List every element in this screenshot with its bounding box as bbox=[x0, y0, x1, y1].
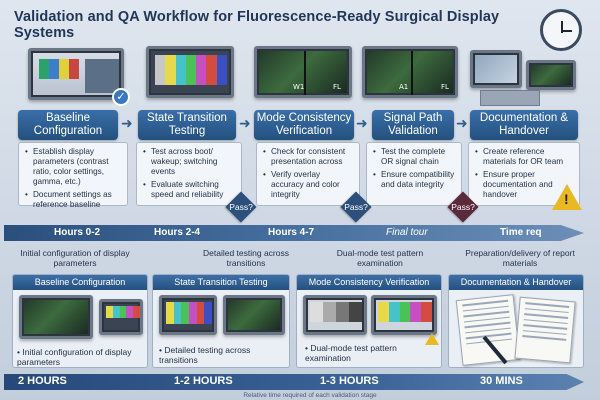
card-signal-path: Test the complete OR signal chain Ensure… bbox=[366, 142, 462, 206]
duration-label: 30 MINS bbox=[480, 375, 523, 387]
decision-label-2: Pass? bbox=[344, 202, 368, 212]
timeline-label: Final tour bbox=[386, 227, 428, 238]
screen-label-w1: W1 bbox=[293, 83, 305, 91]
signal-path-monitor: A1 FL bbox=[362, 46, 458, 98]
panel-title: Documentation & Handover bbox=[449, 275, 583, 290]
bullet: Verify overlay accuracy and color integr… bbox=[263, 170, 353, 200]
duration-label: 2 HOURS bbox=[18, 375, 67, 387]
bullet: Create reference materials for OR team bbox=[475, 147, 573, 167]
report-document bbox=[514, 296, 576, 364]
bullet: Ensure proper documentation and handover bbox=[475, 170, 573, 200]
arrow-icon: ➜ bbox=[456, 116, 468, 132]
timeline-label: Hours 0-2 bbox=[54, 227, 101, 238]
footnote: Relative time required of each validatio… bbox=[243, 392, 377, 399]
panel-title: State Transition Testing bbox=[153, 275, 289, 290]
decision-label-1: Pass? bbox=[229, 202, 253, 212]
baseline-monitor bbox=[28, 48, 124, 100]
screen-label-a1: A1 bbox=[399, 83, 409, 91]
arrow-icon: ➜ bbox=[239, 116, 251, 132]
timeline-label: Time req bbox=[500, 227, 542, 238]
arrow-icon: ➜ bbox=[121, 116, 133, 132]
step-baseline-configuration: Baseline Configuration bbox=[18, 110, 118, 140]
timeline-label: Hours 2-4 bbox=[154, 227, 201, 238]
card-documentation: Create reference materials for OR team E… bbox=[468, 142, 580, 206]
handover-monitor-right bbox=[526, 60, 576, 90]
step-mode-consistency-verification: Mode Consistency Verification bbox=[254, 110, 354, 140]
panel-title: Mode Consistency Verification bbox=[297, 275, 441, 290]
step-state-transition-testing: State Transition Testing bbox=[138, 110, 236, 140]
bullet: Check for consistent presentation across bbox=[263, 147, 353, 167]
mode-consistency-monitor: W1 FL bbox=[254, 46, 352, 98]
panel-title: Baseline Configuration bbox=[13, 275, 147, 290]
panel-note: • Detailed testing across transitions bbox=[159, 345, 251, 365]
checklist-document bbox=[455, 294, 521, 366]
warning-mark: ! bbox=[564, 191, 569, 207]
state-transition-monitor bbox=[146, 46, 234, 98]
bullet: Establish display parameters (contrast r… bbox=[25, 147, 121, 187]
handover-monitor-left bbox=[470, 50, 522, 88]
decision-label-3: Pass? bbox=[451, 202, 475, 212]
panel-baseline: Baseline Configuration • Initial configu… bbox=[12, 274, 148, 368]
bullet: Test the complete OR signal chain bbox=[373, 147, 455, 167]
panel-documentation: Documentation & Handover bbox=[448, 274, 584, 368]
caption-3: Dual-mode test pattern examination bbox=[336, 248, 424, 268]
panel-monitor bbox=[159, 295, 217, 335]
timeline-bar bbox=[4, 225, 584, 241]
panel-note: • Initial configuration of display param… bbox=[17, 347, 132, 367]
caption-1: Initial configuration of display paramet… bbox=[20, 248, 130, 268]
clock-icon bbox=[540, 9, 582, 51]
caption-2: Detailed testing across transitions bbox=[203, 248, 289, 268]
panel-monitor bbox=[371, 295, 437, 335]
panel-monitor bbox=[303, 295, 367, 335]
step-signal-path-validation: Signal Path Validation bbox=[372, 110, 454, 140]
equipment-rack bbox=[480, 90, 540, 106]
duration-label: 1-2 HOURS bbox=[174, 375, 233, 387]
bullet: Ensure compatibility and data integrity bbox=[373, 170, 455, 190]
duration-label: 1-3 HOURS bbox=[320, 375, 379, 387]
warning-icon bbox=[425, 333, 439, 345]
bullet: Test across boot/ wakeup; switching even… bbox=[143, 147, 235, 177]
timeline-label: Hours 4-7 bbox=[268, 227, 315, 238]
panel-monitor bbox=[19, 295, 93, 339]
caption-4: Preparation/delivery of report materials bbox=[465, 248, 575, 268]
card-baseline: Establish display parameters (contrast r… bbox=[18, 142, 128, 209]
panel-mode-consistency: Mode Consistency Verification • Dual-mod… bbox=[296, 274, 442, 368]
screen-label-fl2: FL bbox=[441, 83, 449, 91]
bullet: Evaluate switching speed and reliability bbox=[143, 180, 235, 200]
screen-label-fl: FL bbox=[333, 83, 341, 91]
step-documentation-handover: Documentation & Handover bbox=[470, 110, 578, 140]
panel-monitor bbox=[99, 299, 143, 335]
panel-note: • Dual-mode test pattern examination bbox=[305, 343, 397, 363]
bullet: Document settings as reference baseline bbox=[25, 190, 121, 210]
panel-monitor bbox=[223, 295, 285, 335]
card-mode-consistency: Check for consistent presentation across… bbox=[256, 142, 360, 206]
card-state-transition: Test across boot/ wakeup; switching even… bbox=[136, 142, 242, 206]
panel-state-transition: State Transition Testing • Detailed test… bbox=[152, 274, 290, 368]
arrow-icon: ➜ bbox=[356, 116, 368, 132]
warning-icon bbox=[552, 184, 582, 210]
page-title: Validation and QA Workflow for Fluoresce… bbox=[14, 9, 500, 41]
duration-bar bbox=[4, 374, 584, 390]
check-icon: ✓ bbox=[112, 88, 130, 106]
